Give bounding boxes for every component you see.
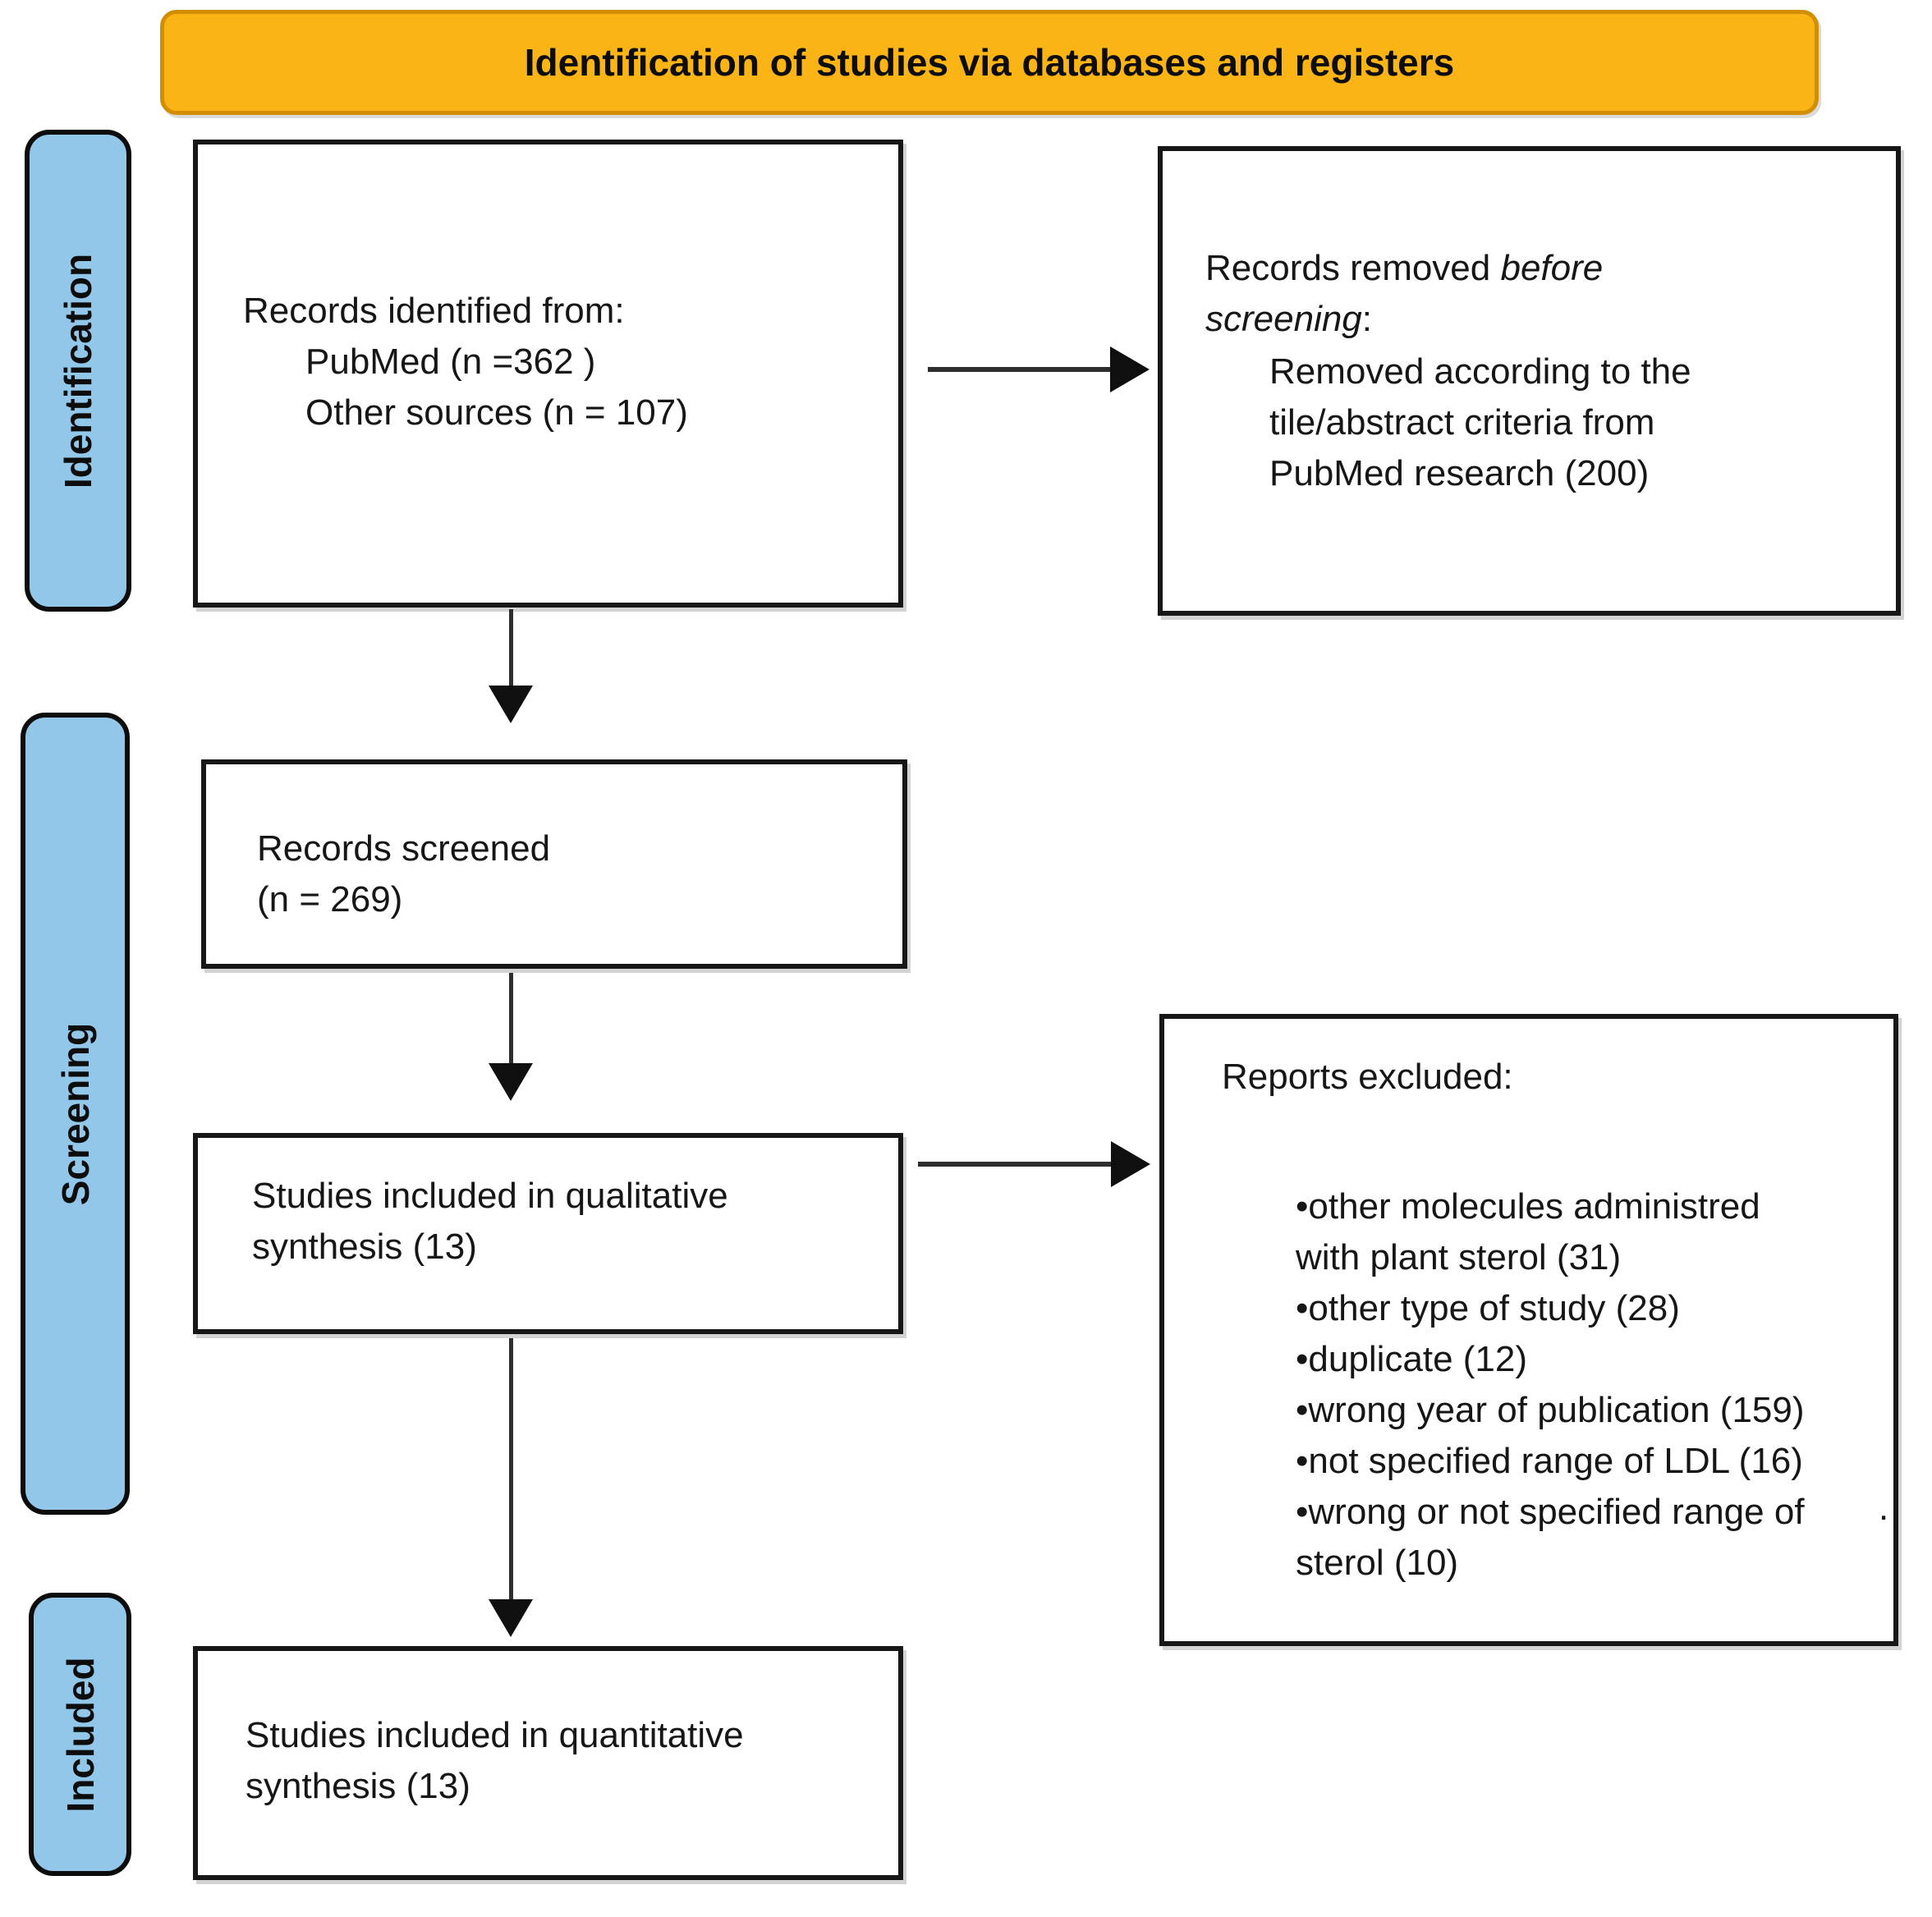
excluded-bullet-other-type: •other type of study (28): [1296, 1288, 1680, 1328]
records-screened-line: Records screened: [257, 828, 551, 869]
qualitative-synthesis-box: Studies included in qualitative synthesi…: [193, 1133, 903, 1334]
stage-label-included-text: Included: [58, 1656, 102, 1813]
reports-excluded-box: Reports excluded: •other molecules admin…: [1159, 1014, 1898, 1646]
arrow-identified-to-screened-shaft: [509, 609, 513, 687]
reports-excluded-bullet-list: •other molecules administred with plant …: [1296, 1181, 1829, 1589]
records-removed-heading: Records removed before screening:: [1205, 243, 1665, 345]
excluded-bullet-sterol-range: •wrong or not specified range of sterol …: [1296, 1492, 1805, 1583]
header-title: Identification of studies via databases …: [524, 41, 1455, 84]
records-identified-box: Records identified from: PubMed (n =362 …: [193, 140, 903, 608]
header-banner: Identification of studies via databases …: [160, 10, 1819, 115]
quantitative-synthesis-box: Studies included in quantitative synthes…: [193, 1646, 903, 1880]
records-removed-italic: before screening: [1205, 248, 1604, 339]
stage-label-identification-text: Identification: [57, 253, 99, 488]
records-screened-box: Records screened (n = 269): [201, 759, 907, 969]
excluded-bullet-duplicate: •duplicate (12): [1296, 1339, 1528, 1379]
records-identified-text: Records identified from: PubMed (n =362 …: [243, 286, 688, 438]
arrow-qualitative-to-excluded-shaft: [918, 1162, 1113, 1167]
records-removed-colon: :: [1361, 299, 1373, 339]
qualitative-synthesis-text: Studies included in qualitative synthesi…: [252, 1176, 728, 1267]
excluded-bullet-wrong-year: •wrong year of publication (159): [1296, 1390, 1805, 1430]
records-removed-box: Records removed before screening: Remove…: [1158, 146, 1901, 616]
stage-label-included: Included: [29, 1593, 131, 1876]
excluded-bullet-other-molecules: •other molecules administred with plant …: [1296, 1186, 1760, 1277]
arrow-qualitative-to-quantitative-shaft: [509, 1338, 513, 1601]
records-screened-count: (n = 269): [257, 879, 403, 920]
records-identified-other-sources: Other sources (n = 107): [305, 392, 688, 433]
arrow-screened-to-qualitative-shaft: [509, 973, 513, 1065]
arrow-down-icon: [489, 1063, 533, 1101]
records-identified-line: Records identified from:: [243, 291, 625, 331]
stage-label-screening: Screening: [21, 713, 130, 1515]
quantitative-synthesis-text: Studies included in quantitative synthes…: [246, 1715, 744, 1806]
records-removed-lead: Records removed: [1205, 248, 1501, 288]
reports-excluded-title: Reports excluded:: [1222, 1057, 1513, 1097]
stage-label-identification: Identification: [25, 130, 131, 612]
arrow-down-icon: [489, 1599, 533, 1637]
arrow-right-icon: [1110, 346, 1150, 392]
records-identified-pubmed: PubMed (n =362 ): [305, 342, 596, 382]
excluded-bullet-ldl-range: •not specified range of LDL (16): [1296, 1441, 1803, 1481]
stage-label-screening-text: Screening: [53, 1022, 97, 1205]
arrow-right-icon: [1111, 1141, 1150, 1187]
arrow-identified-to-removed-shaft: [928, 367, 1113, 372]
arrow-down-icon: [489, 686, 533, 723]
stray-period-mark: .: [1879, 1488, 1889, 1528]
records-screened-text: Records screened (n = 269): [257, 823, 550, 925]
records-removed-detail: Removed according to the tile/abstract c…: [1269, 351, 1691, 493]
